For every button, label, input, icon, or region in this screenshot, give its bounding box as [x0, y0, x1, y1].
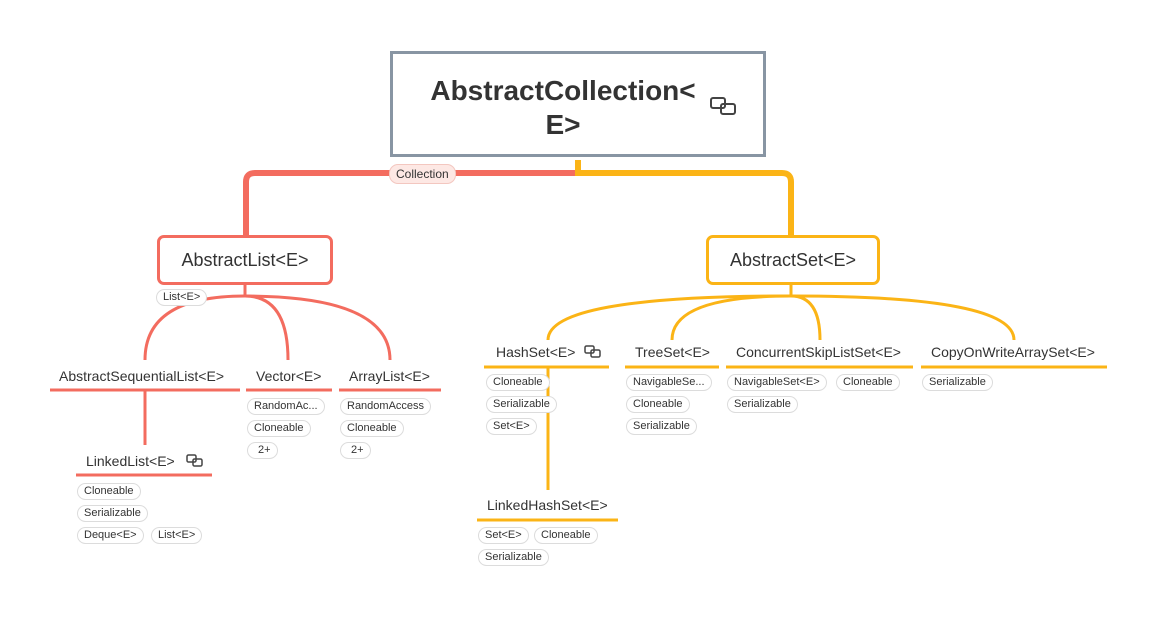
edge-to-vector — [244, 294, 290, 361]
root-label-collection: Collection — [389, 164, 456, 184]
tag-vector-randomaccess: RandomAc... — [247, 398, 325, 415]
node-linkedlist[interactable]: LinkedList<E> — [86, 453, 175, 469]
link-icon[interactable] — [709, 96, 739, 123]
root-title-line1: AbstractCollection< — [430, 75, 696, 106]
edge-to-hashset — [546, 294, 792, 341]
node-abstractset[interactable]: AbstractSet<E> — [706, 235, 880, 285]
node-concurrentskiplistset[interactable]: ConcurrentSkipListSet<E> — [736, 344, 901, 360]
edge-to-treeset — [670, 294, 792, 341]
label-list: List<E> — [156, 289, 208, 306]
tag-linkedlist-deque: Deque<E> — [77, 527, 144, 544]
edge-to-copyonwritearrayset — [790, 294, 1016, 341]
tag-linkedhashset-serializable: Serializable — [478, 549, 549, 566]
root-title: AbstractCollection< E> — [413, 74, 713, 142]
link-icon[interactable] — [186, 454, 204, 473]
edge-root-to-abstractset — [578, 170, 794, 236]
tag-vector-cloneable: Cloneable — [247, 420, 311, 437]
tag-linkedhashset-cloneable: Cloneable — [534, 527, 598, 544]
node-abstractsequentiallist[interactable]: AbstractSequentialList<E> — [59, 368, 224, 384]
edge-to-arraylist — [244, 294, 392, 361]
tag-vector-more[interactable]: 2+ — [247, 442, 278, 459]
node-hashset[interactable]: HashSet<E> — [496, 344, 576, 360]
tag-treeset-serializable: Serializable — [626, 418, 697, 435]
tag-arraylist-cloneable: Cloneable — [340, 420, 404, 437]
root-node-abstractcollection[interactable]: AbstractCollection< E> — [390, 51, 766, 157]
link-icon[interactable] — [584, 345, 602, 364]
tag-treeset-cloneable: Cloneable — [626, 396, 690, 413]
edge-to-concurrentskiplistset — [790, 294, 822, 341]
tag-concurrentskiplistset-serializable: Serializable — [727, 396, 798, 413]
root-title-line2: E> — [545, 109, 581, 140]
tag-arraylist-more[interactable]: 2+ — [340, 442, 371, 459]
node-treeset[interactable]: TreeSet<E> — [635, 344, 710, 360]
node-arraylist[interactable]: ArrayList<E> — [349, 368, 430, 384]
node-abstractlist-title: AbstractList<E> — [181, 250, 309, 270]
tag-linkedlist-serializable: Serializable — [77, 505, 148, 522]
tag-linkedlist-cloneable: Cloneable — [77, 483, 141, 500]
tag-concurrentskiplistset-cloneable: Cloneable — [836, 374, 900, 391]
node-abstractset-title: AbstractSet<E> — [729, 250, 857, 270]
tag-hashset-set: Set<E> — [486, 418, 537, 435]
edge-root-to-abstractlist — [243, 160, 581, 236]
node-copyonwritearrayset[interactable]: CopyOnWriteArraySet<E> — [931, 344, 1095, 360]
tag-arraylist-randomaccess: RandomAccess — [340, 398, 432, 415]
tag-hashset-serializable: Serializable — [486, 396, 557, 413]
tag-linkedhashset-set: Set<E> — [478, 527, 529, 544]
edge-to-abstractsequentiallist — [143, 294, 246, 361]
node-vector[interactable]: Vector<E> — [256, 368, 322, 384]
tag-hashset-cloneable: Cloneable — [486, 374, 550, 391]
tag-concurrentskiplistset-navigableset: NavigableSet<E> — [727, 374, 827, 391]
tag-treeset-navigableset: NavigableSe... — [626, 374, 712, 391]
tag-copyonwritearrayset-serializable: Serializable — [922, 374, 993, 391]
tag-linkedlist-list: List<E> — [151, 527, 203, 544]
node-abstractlist[interactable]: AbstractList<E> — [157, 235, 333, 285]
node-linkedhashset[interactable]: LinkedHashSet<E> — [487, 497, 608, 513]
